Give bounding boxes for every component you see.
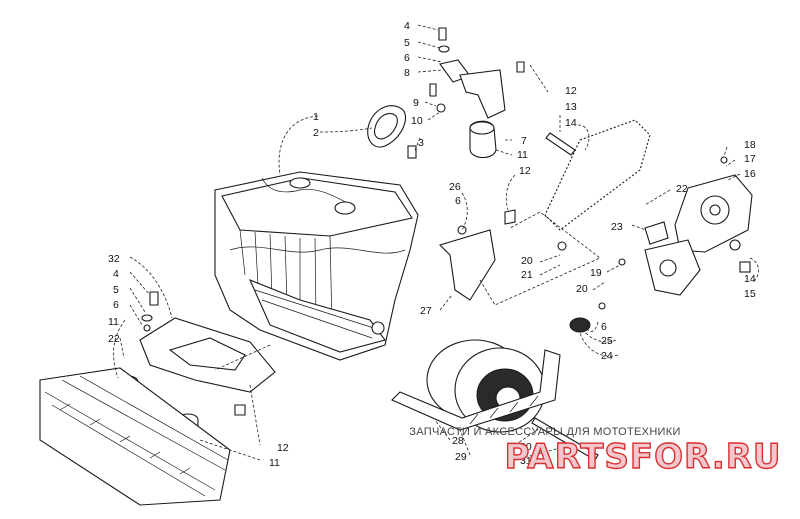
callout-29: 29 (455, 451, 467, 463)
mount-bracket-27-illustration (438, 209, 601, 306)
callout-18: 18 (744, 139, 756, 151)
callout-8: 8 (404, 67, 410, 79)
callout-16: 16 (744, 168, 756, 180)
callout-2: 2 (313, 127, 319, 139)
watermark-tagline: ЗАПЧАСТИ И АКСЕССУАРЫ ДЛЯ МОТОТЕХНИКИ (409, 426, 680, 438)
callout-1: 1 (313, 111, 319, 123)
callout-20-left: 20 (521, 255, 533, 267)
callout-12-bottom: 12 (277, 442, 289, 454)
callout-3: 3 (418, 137, 424, 149)
callout-27: 27 (420, 305, 432, 317)
callout-30: 30 (520, 441, 532, 453)
callout-19: 19 (590, 267, 602, 279)
upper-hardware-illustration (429, 27, 471, 113)
callout-11-mid: 11 (517, 149, 528, 161)
callout-6: 6 (404, 52, 410, 64)
callout-7: 7 (521, 135, 527, 147)
callout-15: 15 (744, 288, 756, 300)
callout-14-right: 14 (744, 273, 756, 285)
starter-handle-illustration (367, 105, 417, 159)
callout-21: 21 (521, 269, 533, 281)
callout-12-mid: 12 (519, 165, 531, 177)
callout-22-right: 22 (676, 183, 688, 195)
callout-10: 10 (411, 115, 423, 127)
callout-4-left: 4 (113, 268, 119, 280)
callout-labels: 1 2 3 4 5 6 8 9 10 12 13 14 7 11 12 26 6… (108, 20, 756, 469)
callout-17: 17 (744, 153, 756, 165)
callout-6-left: 6 (113, 299, 119, 311)
callout-14-top: 14 (565, 117, 577, 129)
callout-5-left: 5 (113, 284, 119, 296)
chaincase-plate-illustration (544, 119, 753, 296)
callout-11-left: 11 (108, 316, 119, 328)
watermark-logo: PARTSFOR.RU (504, 437, 781, 477)
damper-illustration (557, 241, 626, 333)
leader-lines (113, 24, 759, 461)
callout-31: 31 (520, 455, 532, 467)
callout-11-bottom: 11 (269, 457, 280, 469)
callout-4: 4 (404, 20, 410, 32)
callout-13: 13 (565, 101, 577, 113)
watermark: ЗАПЧАСТИ И АКСЕССУАРЫ ДЛЯ МОТОТЕХНИКИ PA… (409, 426, 781, 478)
callout-26: 26 (449, 181, 461, 193)
callout-28: 28 (452, 435, 464, 447)
callout-12-top: 12 (565, 85, 577, 97)
callout-20-right: 20 (576, 283, 588, 295)
callout-23: 23 (611, 221, 623, 233)
callout-22-left: 22 (108, 333, 120, 345)
callout-9: 9 (413, 97, 419, 109)
callout-6-bottom: 6 (601, 321, 607, 333)
callout-6-mid: 6 (455, 195, 461, 207)
callout-5: 5 (404, 37, 410, 49)
callout-24: 24 (601, 350, 613, 362)
callout-25: 25 (601, 335, 613, 347)
engine-illustration (214, 171, 419, 361)
drive-clutch-illustration (391, 339, 599, 461)
callout-32: 32 (108, 253, 120, 265)
frame-rail-illustration (39, 367, 231, 506)
